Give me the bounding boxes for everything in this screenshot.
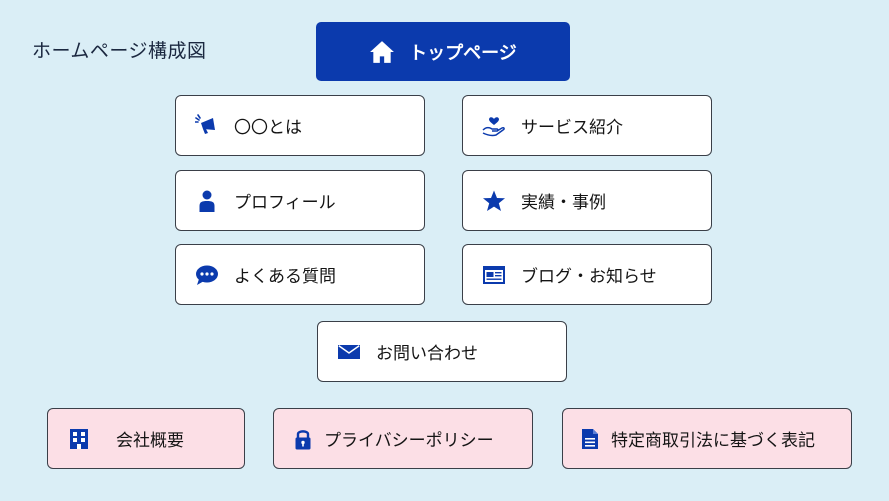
building-icon (66, 426, 92, 452)
footer-node-privacy[interactable]: プライバシーポリシー (273, 408, 533, 469)
page-node-contact[interactable]: お問い合わせ (317, 321, 567, 382)
star-icon (481, 188, 507, 214)
megaphone-icon (194, 113, 220, 139)
page-label: サービス紹介 (521, 118, 623, 138)
page-label: プロフィール (234, 193, 336, 213)
page-label: 実績・事例 (521, 193, 606, 213)
footer-node-commerce-law[interactable]: 特定商取引法に基づく表記 (562, 408, 852, 469)
page-label: お問い合わせ (376, 344, 478, 364)
page-label: ブログ・お知らせ (521, 267, 657, 287)
page-node-achievements[interactable]: 実績・事例 (462, 170, 712, 231)
page-node-blog[interactable]: ブログ・お知らせ (462, 244, 712, 305)
footer-label: 特定商取引法に基づく表記 (611, 431, 815, 451)
person-icon (194, 188, 220, 214)
page-label: よくある質問 (234, 267, 336, 287)
document-icon (577, 426, 603, 452)
page-node-services[interactable]: サービス紹介 (462, 95, 712, 156)
heart-in-hand-icon (481, 113, 507, 139)
top-page-label: トップページ (409, 42, 517, 64)
browser-window-icon (481, 262, 507, 288)
page-node-about[interactable]: 〇〇とは (175, 95, 425, 156)
top-page-node[interactable]: トップページ (316, 22, 570, 81)
footer-node-company[interactable]: 会社概要 (47, 408, 245, 469)
page-label: 〇〇とは (234, 118, 302, 138)
envelope-icon (336, 339, 362, 365)
footer-label: プライバシーポリシー (324, 431, 494, 451)
home-icon (369, 39, 395, 65)
footer-label: 会社概要 (116, 431, 184, 451)
diagram-title: ホームページ構成図 (32, 40, 207, 62)
lock-icon (290, 426, 316, 452)
page-node-faq[interactable]: よくある質問 (175, 244, 425, 305)
speech-bubble-icon (194, 262, 220, 288)
page-node-profile[interactable]: プロフィール (175, 170, 425, 231)
